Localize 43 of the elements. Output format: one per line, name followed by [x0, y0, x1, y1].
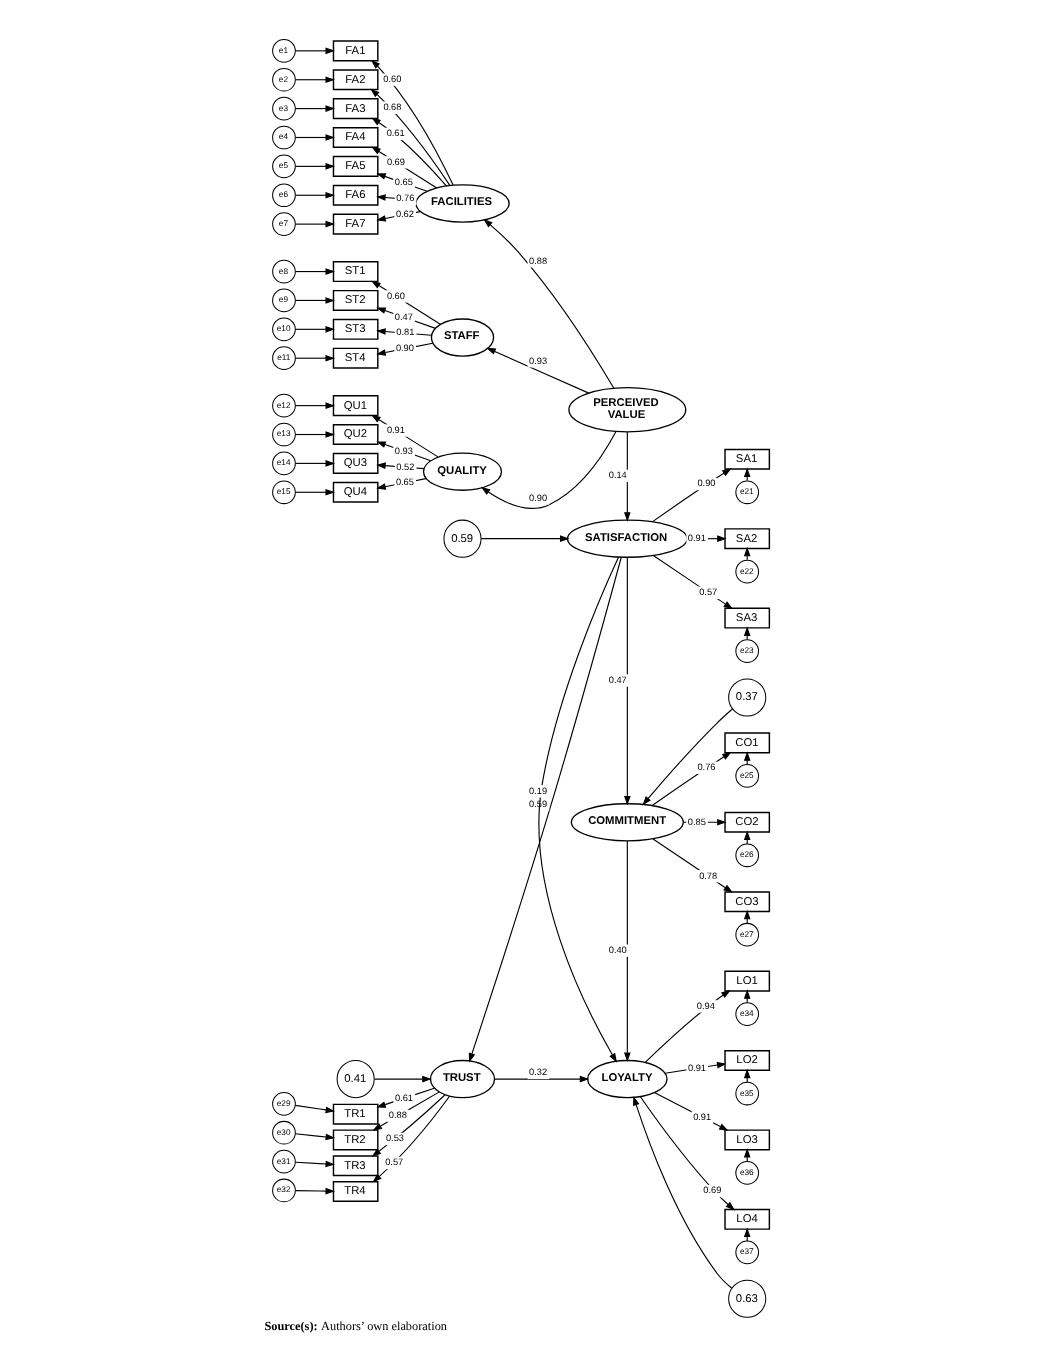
- arrow: [293, 1103, 335, 1113]
- arrow: [651, 467, 731, 522]
- arrow: [294, 353, 334, 361]
- arrow: [653, 1091, 728, 1130]
- arrow: [623, 555, 630, 805]
- arrow: [369, 87, 450, 185]
- arrow: [294, 104, 334, 111]
- arrow: [294, 267, 334, 274]
- arrow: [293, 1132, 335, 1140]
- arrow: [294, 1159, 334, 1167]
- arrow: [623, 430, 630, 521]
- arrow: [294, 459, 334, 466]
- arrow: [294, 133, 334, 140]
- arrow: [294, 75, 334, 83]
- arrow: [371, 1094, 450, 1182]
- arrow: [369, 58, 453, 185]
- arrow: [493, 1074, 589, 1082]
- arrow: [294, 325, 334, 332]
- arrow: [639, 1095, 734, 1210]
- arrow: [482, 217, 614, 388]
- arrow: [623, 839, 630, 1061]
- arrow: [742, 545, 750, 560]
- arrow: [372, 1074, 431, 1082]
- arrow: [641, 707, 732, 805]
- arrow: [294, 190, 334, 198]
- arrow: [294, 430, 334, 437]
- arrow: [643, 989, 730, 1062]
- arrow: [294, 1186, 334, 1194]
- arrow: [294, 487, 334, 495]
- arrow: [479, 534, 569, 541]
- arrow: [294, 219, 334, 227]
- arrow: [294, 46, 334, 54]
- arrow: [294, 162, 334, 169]
- arrow: [650, 750, 731, 806]
- arrow: [370, 116, 447, 186]
- arrow: [485, 346, 589, 393]
- arrow: [467, 555, 621, 1062]
- arrow: [294, 401, 334, 408]
- arrow: [651, 553, 733, 609]
- arrow: [651, 837, 732, 892]
- arrow: [632, 1094, 732, 1288]
- arrow: [537, 555, 619, 1062]
- arrow: [294, 296, 334, 303]
